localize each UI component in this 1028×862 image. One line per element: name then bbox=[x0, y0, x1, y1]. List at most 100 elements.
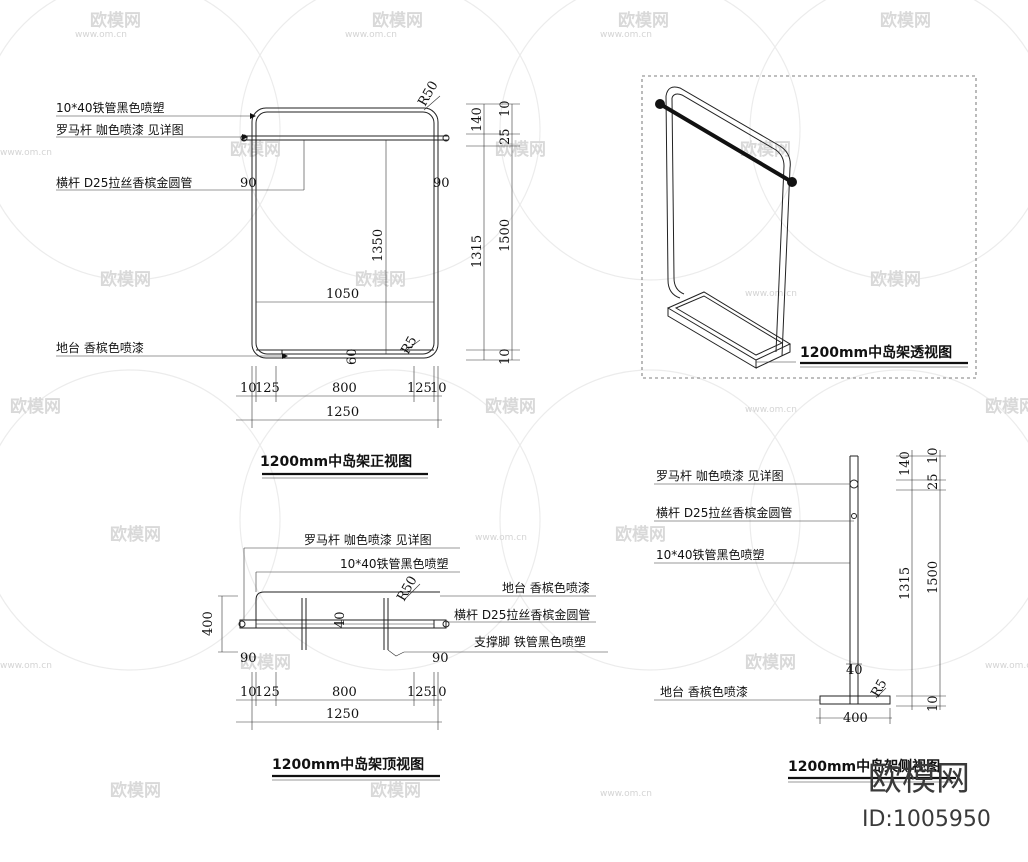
watermark-brand: 欧模网 bbox=[615, 524, 666, 545]
top-tube-label: 10*40铁管黑色喷塑 bbox=[340, 556, 449, 571]
watermark-url: www.om.cn bbox=[0, 148, 52, 158]
front-dim-1050: 1050 bbox=[326, 287, 359, 302]
watermark-brand: 欧模网 bbox=[240, 652, 291, 673]
top-view: 罗马杆 咖色喷漆 见详图 10*40铁管黑色喷塑 地台 香槟色喷漆 横杆 D25… bbox=[201, 532, 608, 781]
watermark-brand: 欧模网 bbox=[880, 10, 931, 31]
brand-id: ID:1005950 bbox=[862, 807, 991, 832]
watermark-brand: 欧模网 bbox=[870, 269, 921, 290]
perspective-frame bbox=[655, 86, 797, 369]
watermark-brand: 欧模网 bbox=[90, 10, 141, 31]
side-dim-40: 40 bbox=[846, 663, 863, 678]
front-view: 10*40铁管黑色喷塑 罗马杆 咖色喷漆 见详图 横杆 D25拉丝香槟金圆管 地… bbox=[56, 79, 520, 479]
top-dim-b800: 800 bbox=[332, 685, 357, 700]
top-dim-b125-right: 125 bbox=[407, 685, 432, 700]
side-dim-1500: 1500 bbox=[926, 561, 941, 594]
front-dim-b125-left: 125 bbox=[255, 381, 280, 396]
side-dim-10-top: 10 bbox=[926, 447, 941, 464]
front-dim-1315: 1315 bbox=[470, 235, 485, 268]
watermark-url: www.om.cn bbox=[345, 30, 397, 40]
side-dim-25: 25 bbox=[926, 473, 941, 490]
front-view-title: 1200mm中岛架正视图 bbox=[260, 453, 412, 470]
side-crossbar-label: 横杆 D25拉丝香槟金圆管 bbox=[656, 505, 792, 520]
watermark-url: www.om.cn bbox=[75, 30, 127, 40]
watermark-brand: 欧模网 bbox=[618, 10, 669, 31]
watermark-brand: 欧模网 bbox=[370, 780, 421, 801]
watermark-url: www.om.cn bbox=[600, 789, 652, 799]
front-roman-rod-label: 罗马杆 咖色喷漆 见详图 bbox=[56, 122, 184, 137]
front-dim-r50: R50 bbox=[415, 79, 441, 109]
side-dim-400: 400 bbox=[843, 711, 868, 726]
top-dim-b1250: 1250 bbox=[326, 707, 359, 722]
top-dim-r50: R50 bbox=[394, 574, 420, 604]
front-view-frame bbox=[240, 107, 450, 359]
front-dim-1500: 1500 bbox=[498, 219, 513, 252]
top-dim-b10-right: 10 bbox=[430, 685, 447, 700]
front-base-label: 地台 香槟色喷漆 bbox=[56, 340, 144, 355]
top-view-dimension-lines bbox=[218, 583, 442, 730]
watermark-brand: 欧模网 bbox=[110, 524, 161, 545]
side-view-title: 1200mm中岛架侧视图 bbox=[788, 758, 940, 775]
watermark-circles bbox=[0, 0, 1028, 671]
top-dim-90-right: 90 bbox=[432, 651, 449, 666]
front-dim-140: 140 bbox=[470, 107, 485, 132]
watermark-url: www.om.cn bbox=[600, 30, 652, 40]
top-dim-90-left: 90 bbox=[240, 651, 257, 666]
watermark-brand: 欧模网 bbox=[100, 269, 151, 290]
front-view-dimension-lines bbox=[236, 95, 520, 428]
perspective-view-title: 1200mm中岛架透视图 bbox=[800, 344, 952, 361]
watermark-brand: 欧模网 bbox=[495, 139, 546, 160]
top-leg-label: 支撑脚 铁管黑色喷塑 bbox=[474, 634, 586, 649]
side-view: 罗马杆 咖色喷漆 见详图 横杆 D25拉丝香槟金圆管 10*40铁管黑色喷塑 地… bbox=[654, 447, 956, 783]
watermark-brand: 欧模网 bbox=[985, 396, 1028, 417]
front-crossbar-label: 横杆 D25拉丝香槟金圆管 bbox=[56, 175, 192, 190]
watermark-texts: 欧模网 欧模网 欧模网 欧模网 欧模网 欧模网 欧模网 欧模网 欧模网 欧模网 … bbox=[0, 10, 1028, 801]
top-roman-rod-label: 罗马杆 咖色喷漆 见详图 bbox=[304, 532, 432, 547]
front-dim-90-left: 90 bbox=[240, 176, 257, 191]
front-dim-1350: 1350 bbox=[371, 229, 386, 262]
top-view-leaders bbox=[243, 547, 608, 653]
brand-name: 欧模网 bbox=[868, 759, 970, 799]
side-dim-r5: R5 bbox=[868, 677, 890, 700]
watermark-brand: 欧模网 bbox=[485, 396, 536, 417]
top-dim-b125-left: 125 bbox=[255, 685, 280, 700]
front-tube-label: 10*40铁管黑色喷塑 bbox=[56, 100, 165, 115]
side-view-dimension-lines bbox=[816, 450, 946, 724]
side-roman-rod-label: 罗马杆 咖色喷漆 见详图 bbox=[656, 468, 784, 483]
front-dim-10-top: 10 bbox=[498, 100, 513, 117]
watermark-brand: 欧模网 bbox=[372, 10, 423, 31]
front-dim-25: 25 bbox=[498, 128, 513, 145]
front-dim-10-bottom: 10 bbox=[498, 348, 513, 365]
watermark-url: www.om.cn bbox=[475, 533, 527, 543]
front-dim-b10-left: 10 bbox=[240, 381, 257, 396]
front-dim-b10-right: 10 bbox=[430, 381, 447, 396]
side-base-label: 地台 香槟色喷漆 bbox=[660, 684, 748, 699]
watermark-brand: 欧模网 bbox=[355, 269, 406, 290]
top-crossbar-label: 横杆 D25拉丝香槟金圆管 bbox=[454, 607, 590, 622]
watermark-brand: 欧模网 bbox=[740, 139, 791, 160]
front-dim-b1250: 1250 bbox=[326, 405, 359, 420]
side-dim-1315: 1315 bbox=[898, 567, 913, 600]
front-dim-60: 60 bbox=[345, 348, 360, 365]
brand-mark: 欧模网 ID:1005950 bbox=[862, 759, 991, 832]
watermark-url: www.om.cn bbox=[745, 289, 797, 299]
watermark-url: www.om.cn bbox=[985, 661, 1028, 671]
side-view-leaders bbox=[654, 483, 854, 701]
front-dim-90-right: 90 bbox=[433, 176, 450, 191]
watermark-url: www.om.cn bbox=[745, 405, 797, 415]
watermark-brand: 欧模网 bbox=[110, 780, 161, 801]
top-base-label: 地台 香槟色喷漆 bbox=[502, 580, 590, 595]
top-dim-b10-left: 10 bbox=[240, 685, 257, 700]
front-dim-b125-right: 125 bbox=[407, 381, 432, 396]
side-tube-label: 10*40铁管黑色喷塑 bbox=[656, 547, 765, 562]
watermark-url: www.om.cn bbox=[0, 661, 52, 671]
side-dim-140: 140 bbox=[898, 451, 913, 476]
front-dim-b800: 800 bbox=[332, 381, 357, 396]
top-dim-40: 40 bbox=[333, 611, 348, 628]
front-view-leaders bbox=[56, 113, 288, 359]
top-view-title: 1200mm中岛架顶视图 bbox=[272, 756, 424, 773]
watermark-brand: 欧模网 bbox=[10, 396, 61, 417]
top-view-shape bbox=[238, 591, 450, 657]
watermark-brand: 欧模网 bbox=[745, 652, 796, 673]
perspective-view: 1200mm中岛架透视图 bbox=[641, 75, 977, 379]
